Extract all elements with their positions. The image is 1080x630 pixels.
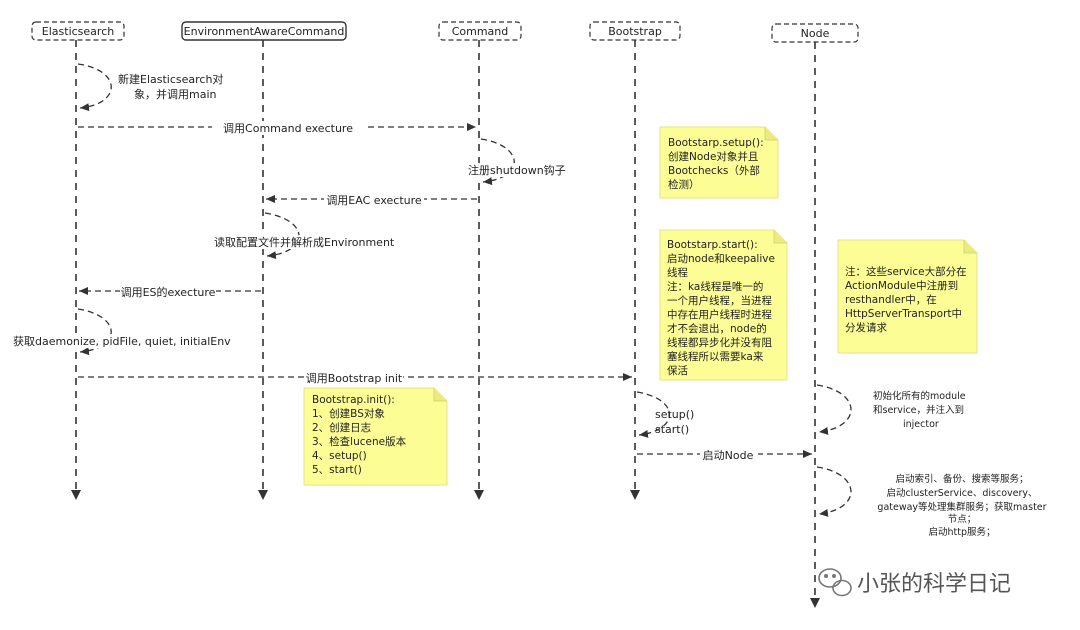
note-fold	[773, 230, 787, 244]
self-call-eac-env	[264, 212, 300, 260]
watermark: 小张的科学日记	[818, 568, 1011, 597]
lifeline-end-arrow	[474, 490, 484, 500]
note-start-bg	[659, 229, 788, 381]
participant-bootstrap: Bootstrap	[608, 25, 662, 38]
note-start-line: 注：ka线程是唯一的	[667, 280, 763, 293]
note-init-line: 3、检查lucene版本	[312, 435, 407, 448]
label-new-es-line1: 新建Elasticsearch对	[118, 72, 223, 86]
message-labels: 新建Elasticsearch对 象，并调用main 调用Command exe…	[12, 72, 1047, 538]
lifelines	[75, 40, 816, 600]
note-service-bg	[837, 239, 978, 354]
self-call-es-new	[77, 63, 112, 112]
note-start-line: 线程	[667, 266, 688, 279]
participant-box-command	[438, 21, 522, 41]
note-start-line: 中存在用户线程时进程	[667, 308, 772, 321]
note-init-line: 2、创建日志	[312, 421, 371, 434]
participant-box-node	[771, 23, 859, 43]
self-call-node-init	[816, 384, 852, 435]
note-setup-line: Bootchecks（外部	[668, 164, 760, 177]
label-services-line2: 启动clusterService、discovery、	[886, 487, 1037, 499]
note-setup: Bootstarp.setup(): 创建Node对象并且 Bootchecks…	[659, 126, 779, 199]
note-init-bg	[303, 387, 448, 486]
note-start-line: 启动node和keepalive	[667, 252, 775, 265]
participant-box-elasticsearch	[31, 21, 125, 41]
participant-box-bootstrap	[589, 21, 681, 41]
label-services-line1: 启动索引、备份、搜索等服务；	[895, 473, 1028, 485]
label-call-command: 调用Command execture	[223, 122, 353, 135]
label-read-config: 读取配置文件并解析成Environment	[214, 235, 395, 249]
note-setup-line: 检测）	[668, 178, 700, 191]
participant-box-eac	[181, 21, 347, 41]
note-service-line: 注：这些service大部分在	[845, 265, 967, 278]
note-fold	[963, 240, 977, 254]
label-bg	[466, 163, 560, 177]
lifeline-end-arrow	[71, 490, 81, 500]
lifeline-end-arrow	[258, 490, 268, 500]
label-call-bootstrap-init: 调用Bootstrap init	[306, 372, 403, 385]
note-service-line: resthandler中，在	[845, 293, 937, 306]
note-service-line: 分发请求	[845, 321, 887, 334]
self-call-command-shutdown	[480, 138, 515, 186]
note-start-line: Bootstarp.start():	[667, 239, 758, 251]
note-start-line: 一个用户线程，当进程	[667, 294, 772, 307]
note-fold	[764, 127, 778, 141]
note-start: Bootstarp.start(): 启动node和keepalive 线程 注…	[659, 229, 788, 381]
note-setup-line: Bootstarp.setup():	[668, 137, 764, 149]
label-new-es-line2: 象，并调用main	[134, 87, 217, 101]
note-service-line: HttpServerTransport中	[845, 307, 962, 320]
label-call-eac: 调用EAC execture	[326, 194, 422, 207]
note-start-line: 线程都异步化并没有阻	[667, 336, 772, 349]
wechat-icon	[818, 568, 852, 597]
label-bg	[212, 235, 390, 249]
note-setup-line: 创建Node对象并且	[668, 150, 758, 163]
label-services-line5: 启动http服务；	[928, 526, 995, 538]
note-start-line: 塞线程所以需要ka来	[667, 350, 764, 363]
participant-command: Command	[452, 25, 509, 38]
note-init-line: 5、start()	[312, 464, 362, 476]
label-bg	[700, 448, 758, 462]
label-bg	[212, 121, 364, 135]
label-get-params: 获取daemonize, pidFile, quiet, initialEnv	[13, 335, 231, 348]
note-service-line: ActionModule中注册到	[845, 279, 958, 292]
participant-node: Node	[801, 27, 830, 40]
label-shutdown-hook: 注册shutdown钩子	[468, 163, 566, 177]
label-init-modules-line2: 和service，并注入到	[873, 404, 964, 416]
lifeline-end-arrow	[810, 598, 820, 608]
participant-headers: Elasticsearch EnvironmentAwareCommand Co…	[31, 21, 859, 43]
label-call-es: 调用ES的execture	[121, 285, 216, 299]
note-start-line: 才不会退出，node的	[667, 322, 767, 335]
participant-eac: EnvironmentAwareCommand	[184, 25, 345, 38]
label-bg	[305, 371, 403, 385]
note-init: Bootstrap.init(): 1、创建BS对象 2、创建日志 3、检查lu…	[303, 387, 448, 486]
label-init-modules-line3: injector	[903, 419, 939, 430]
label-setup: setup()	[655, 408, 694, 421]
label-start: start()	[655, 423, 689, 436]
label-bg	[12, 334, 220, 348]
self-call-es-params	[77, 308, 112, 356]
label-bg	[324, 193, 424, 207]
lifeline-end-arrow	[630, 490, 640, 500]
label-bg	[120, 285, 216, 299]
label-services-line4: 节点；	[948, 514, 977, 525]
label-services-line3: gateway等处理集群服务；获取master	[877, 501, 1046, 513]
label-init-modules-line1: 初始化所有的module	[873, 390, 966, 402]
note-fold	[433, 388, 447, 402]
note-init-line: 1、创建BS对象	[312, 407, 385, 420]
note-service: 注：这些service大部分在 ActionModule中注册到 resthan…	[837, 239, 978, 354]
label-start-node: 启动Node	[703, 449, 754, 462]
watermark-text: 小张的科学日记	[857, 572, 1011, 597]
note-init-line: Bootstrap.init():	[312, 394, 395, 406]
participant-elasticsearch: Elasticsearch	[42, 25, 114, 38]
lifeline-ends	[71, 490, 820, 608]
self-call-node-services	[816, 466, 852, 517]
self-call-bootstrap	[636, 391, 670, 438]
note-start-line: 保活	[667, 364, 688, 377]
note-init-line: 4、setup()	[312, 450, 367, 462]
note-setup-bg	[659, 126, 779, 199]
